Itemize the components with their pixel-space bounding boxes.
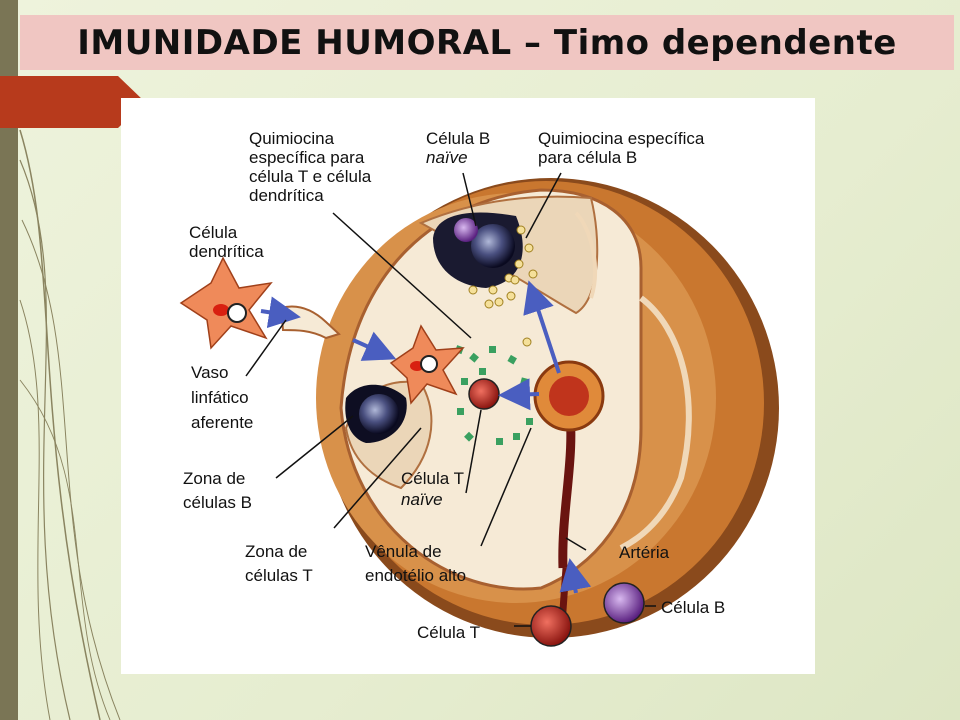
circulating-b-cell [603,582,645,624]
label-celula-t-naive: Célula T naïve [401,469,469,509]
label-zona-b: Zona de células B [183,469,252,512]
label-vaso-linfatico: Vaso linfático aferente [191,363,253,432]
dendritic-cell-outside [179,256,273,350]
label-celula-t: Célula T [417,623,480,642]
label-celula-b: Célula B [661,598,725,617]
label-venula: Vênula de endotélio alto [365,542,466,585]
lymph-node-figure: Quimiocina específica para célula T e cé… [121,98,815,674]
high-endothelial-venule [533,360,605,639]
dendritic-cell-inside [389,324,465,405]
corner-tab [0,76,145,128]
circulating-t-cell [530,605,572,647]
label-arteria: Artéria [619,543,670,562]
label-quimiocina-t: Quimiocina específica para célula T e cé… [249,129,376,205]
left-accent-bar [0,0,18,720]
decorative-swirl [19,129,121,720]
label-quimiocina-b: Quimiocina específica para célula B [538,129,709,167]
b-cell-zone-follicle [345,384,407,443]
b-cell-follicle-top [433,212,523,288]
title-banner: IMUNIDADE HUMORAL – Timo dependente [20,15,954,70]
label-celula-b-naive: Célula B naïve [426,129,495,167]
naive-t-cell-node [468,378,500,410]
b-chemokine-dots [468,225,538,347]
label-celula-dendritica: Célula dendrítica [189,223,264,261]
slide-title: IMUNIDADE HUMORAL – Timo dependente [77,22,897,63]
migration-arrows [260,280,592,594]
label-zona-t: Zona de células T [245,542,313,585]
leader-lines [245,172,656,627]
